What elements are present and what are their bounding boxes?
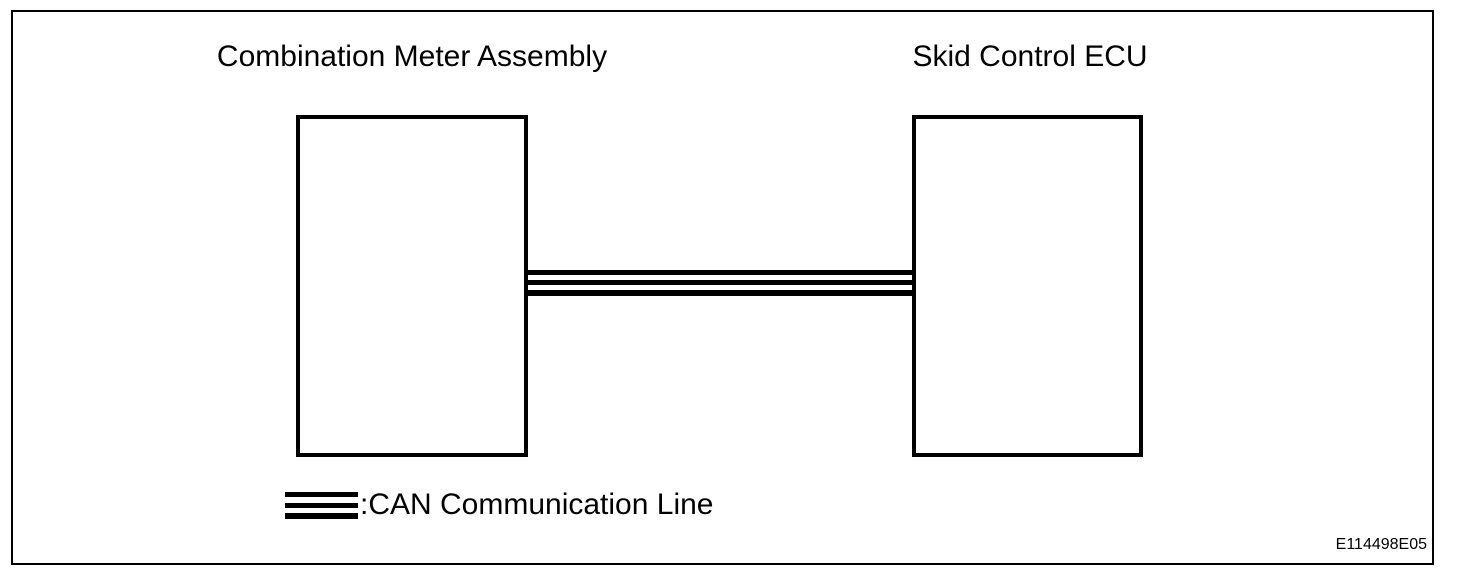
node-box-skid-control-ecu bbox=[912, 115, 1143, 457]
node-box-combination-meter-assembly bbox=[296, 115, 528, 457]
reference-code: E114498E05 bbox=[1335, 536, 1427, 553]
diagram-frame bbox=[11, 10, 1434, 565]
can-line-symbol-icon bbox=[285, 492, 358, 519]
node-label-combination-meter-assembly: Combination Meter Assembly bbox=[216, 40, 608, 73]
legend-label: :CAN Communication Line bbox=[360, 488, 714, 521]
node-label-skid-control-ecu: Skid Control ECU bbox=[912, 40, 1148, 73]
can-communication-line bbox=[528, 270, 912, 296]
